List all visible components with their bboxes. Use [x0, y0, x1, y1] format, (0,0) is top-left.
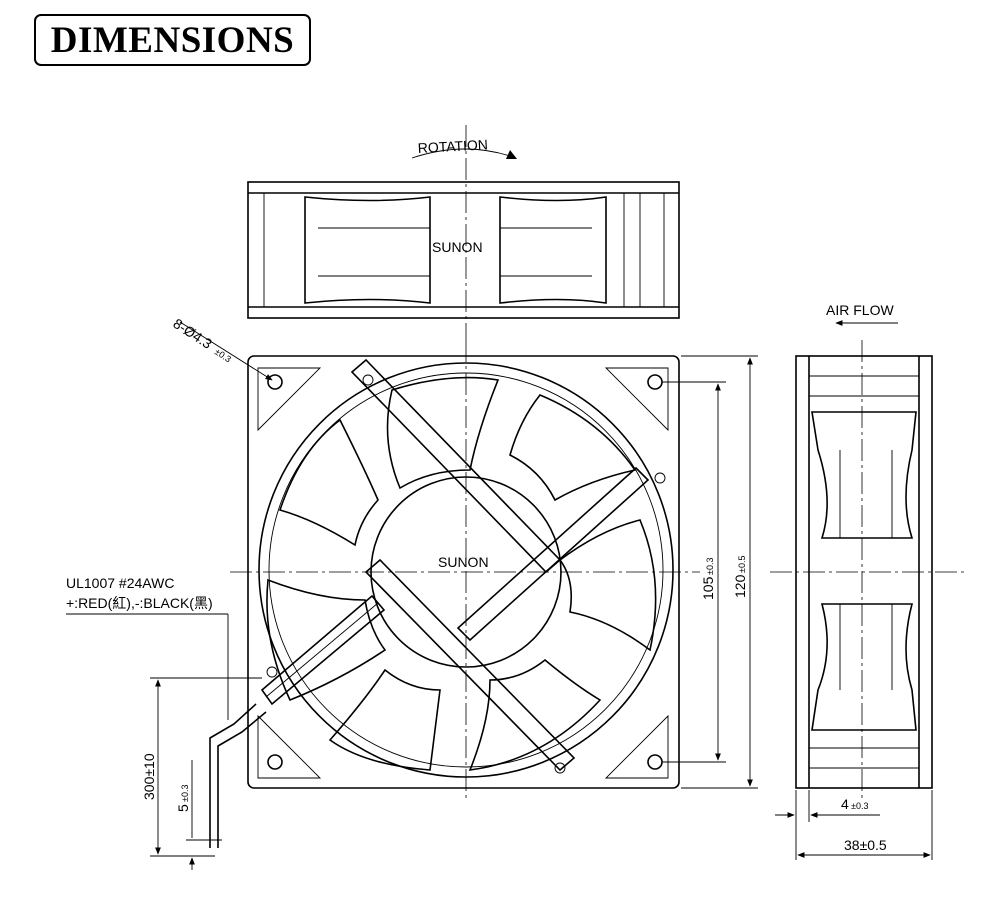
side-view-blade-lower [811, 603, 917, 731]
hub-brand-label: SUNON [438, 554, 489, 570]
spoke-right [456, 466, 650, 642]
fan-shroud-outer [258, 362, 674, 778]
dim-5-value: 5 [175, 804, 191, 812]
dim-120: 120 ±0.5 [681, 355, 758, 789]
top-view: ROTATION SUNON [247, 125, 680, 340]
spoke-diagonal [350, 358, 562, 574]
wire-spec-line-2: +:RED(紅),-:BLACK(黑) [66, 595, 213, 611]
side-view: AIR FLOW [770, 302, 968, 800]
screw-boss-2 [654, 472, 666, 484]
corner-gusset-tl [257, 367, 322, 432]
dim-105-tolerance: ±0.3 [705, 558, 715, 575]
front-view: SUNON [205, 340, 700, 848]
wire-channel [260, 594, 386, 706]
air-flow-label: AIR FLOW [826, 302, 894, 318]
mount-hole-bl [267, 754, 283, 770]
top-view-frame [247, 181, 680, 319]
wire-channel-groove [265, 602, 379, 698]
blade-6 [266, 578, 387, 702]
dim-4-tolerance: ±0.3 [851, 801, 868, 811]
hole-spec-leader [179, 321, 273, 381]
dim-38: 38±0.5 [797, 790, 933, 860]
mount-hole-tr [647, 374, 663, 390]
dim-120-value: 120 [732, 574, 748, 598]
wire-lead-1 [209, 703, 257, 848]
dim-105: 105 ±0.3 [662, 381, 726, 763]
top-view-brand-label: SUNON [432, 239, 483, 255]
corner-gusset-tr [604, 367, 669, 432]
wire-spec-callout: UL1007 #24AWC +:RED(紅),-:BLACK(黑) [66, 575, 229, 720]
dim-300-value: 300±10 [141, 753, 157, 800]
mount-hole-br [647, 754, 663, 770]
blade-5 [328, 668, 441, 771]
hole-spec-tolerance: ±0.3 [213, 347, 233, 365]
screw-boss-1 [362, 374, 374, 386]
top-view-blade-right [499, 196, 607, 304]
blade-3 [558, 519, 657, 652]
page-title: DIMENSIONS [50, 19, 295, 61]
top-view-blade-left [304, 196, 431, 304]
hole-spec-label: 8-Ø4.3 [170, 315, 215, 352]
rotation-arrowhead [506, 150, 517, 159]
dim-300: 300±10 [141, 677, 262, 857]
fan-frame [247, 355, 680, 789]
side-view-frame [795, 355, 933, 789]
corner-gusset-bl [257, 714, 322, 779]
fan-shroud-inner [268, 372, 664, 768]
blade-4 [468, 658, 602, 771]
rotation-label: ROTATION [417, 136, 488, 156]
blade-1 [386, 376, 500, 490]
screw-boss-4 [266, 666, 278, 678]
wire-lead-2 [217, 711, 267, 848]
side-view-blade-upper [811, 411, 917, 539]
blade-2 [509, 394, 637, 502]
fan-hub [370, 476, 562, 668]
impeller-blades [266, 376, 657, 771]
dim-38-value: 38±0.5 [844, 837, 887, 853]
dim-105-value: 105 [700, 576, 716, 600]
dim-5: 5 ±0.3 [175, 760, 205, 870]
dim-120-tolerance: ±0.5 [737, 556, 747, 573]
dim-5-tolerance: ±0.3 [180, 785, 190, 802]
dim-4-value: 4 [841, 796, 849, 812]
title-box: DIMENSIONS [34, 14, 311, 66]
dim-4: 4 ±0.3 [775, 790, 880, 860]
corner-gusset-br [604, 714, 669, 779]
wire-spec-line-1: UL1007 #24AWC [66, 575, 174, 591]
screw-boss-3 [554, 762, 566, 774]
mount-hole-tl [267, 374, 283, 390]
rotation-arc [411, 148, 517, 159]
hole-spec-callout: 8-Ø4.3 ±0.3 [170, 315, 273, 381]
blade-7 [278, 418, 379, 547]
spoke-diagonal-2 [364, 558, 576, 772]
